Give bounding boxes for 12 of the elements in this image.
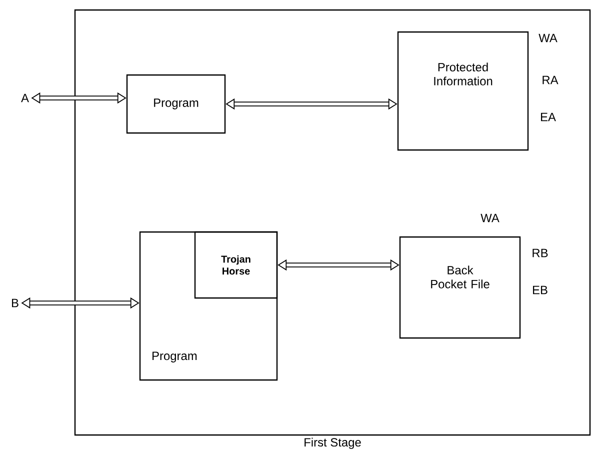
- access-label: RA: [542, 76, 558, 84]
- information-box: Protected Information: [397, 31, 529, 151]
- file-box: Back Pocket File: [399, 236, 521, 339]
- access-label: EA: [541, 112, 556, 122]
- access-label: WA: [480, 214, 500, 222]
- access-label: EB: [533, 286, 548, 294]
- trojan-horse-box: Trojan Horse: [194, 231, 278, 299]
- access-label: RB: [532, 248, 548, 258]
- port-label: B: [12, 298, 18, 308]
- port-label: A: [21, 94, 29, 102]
- node-label: First Stage: [304, 438, 361, 449]
- program-box: Program: [126, 74, 226, 134]
